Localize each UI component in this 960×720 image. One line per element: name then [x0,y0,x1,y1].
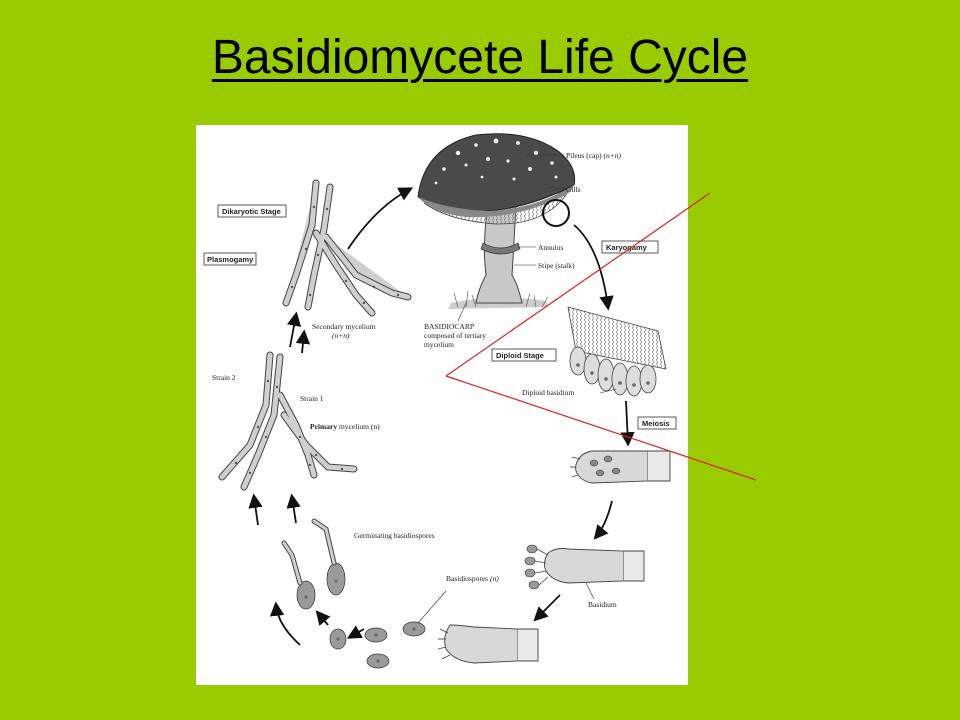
meiosis-basidium [570,450,671,484]
basidium-label: Basidium [588,600,617,609]
svg-text:Plasmogamy: Plasmogamy [207,255,254,264]
primary-label: Primary mycelium (n) [310,422,380,431]
slide-title: Basidiomycete Life Cycle [211,31,749,84]
basidiocarp-label-2: composed of tertiary [424,331,486,340]
diploid-basidia-cluster [567,306,667,397]
svg-text:Karyogamy: Karyogamy [606,243,648,252]
pileus-label: Pileus (cap) (n+n) [566,151,622,160]
life-cycle-diagram: Pileus (cap) (n+n) Gills Annulus Stipe (… [196,125,688,685]
svg-text:Meiosis: Meiosis [642,419,670,428]
stage-meiosis: Meiosis [637,416,677,430]
spore-basidium [524,544,645,590]
life-cycle-illustration: Pileus (cap) (n+n) Gills Annulus Stipe (… [203,133,677,669]
strain1-label: Strain 1 [300,394,324,403]
stage-diploid: Diploid Stage [491,348,557,362]
svg-text:Diploid Stage: Diploid Stage [496,351,544,360]
diploid-basidium-label: Diploid basidium [522,388,574,397]
gills-label: Gills [566,185,581,194]
stage-karyogamy: Karyogamy [601,240,659,254]
basidiospores-label: Basidiospores (n) [446,574,499,583]
germinating-label: Germinating basidiospores [354,531,435,540]
svg-text:Dikaryotic Stage: Dikaryotic Stage [222,207,281,216]
strain2-label: Strain 2 [212,373,236,382]
basidiocarp-label-1: BASIDIOCARP [424,322,474,331]
stipe-label: Stipe (stalk) [538,261,575,270]
germinating-spores [281,518,346,610]
annulus-label: Annulus [538,243,564,252]
basidiocarp-label-3: mycelium [424,340,454,349]
stage-plasmogamy: Plasmogamy [203,252,257,266]
secondary-label: Secondary mycelium [312,322,376,331]
stage-dikaryotic: Dikaryotic Stage [217,204,287,218]
empty-basidium [437,624,539,664]
mushroom-basidiocarp [417,133,576,309]
secondary-ploidy: (n+n) [332,331,350,340]
